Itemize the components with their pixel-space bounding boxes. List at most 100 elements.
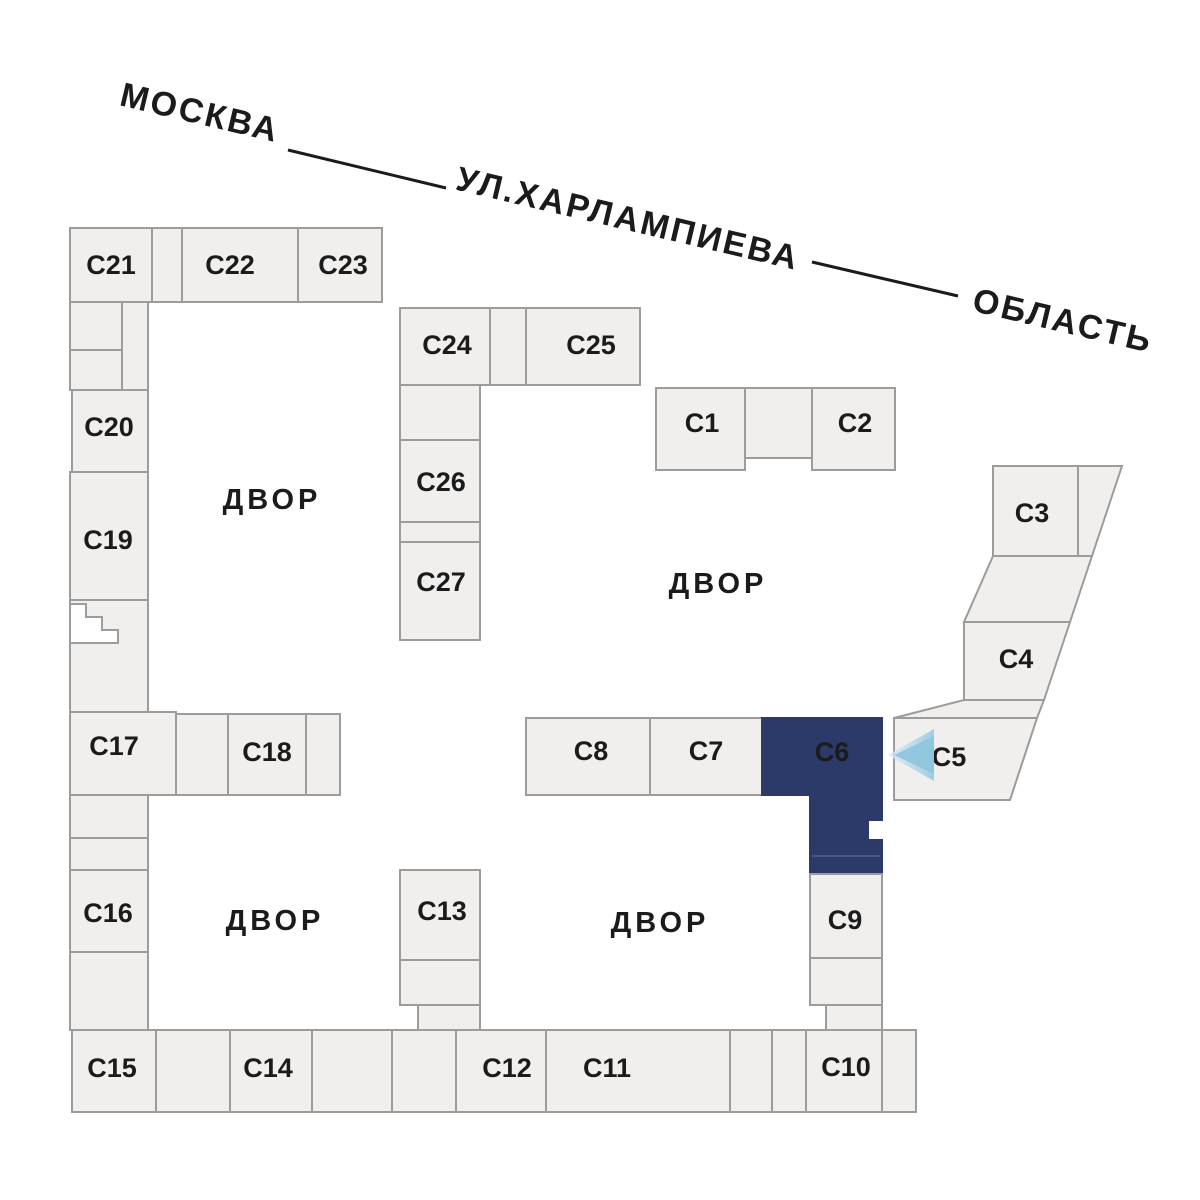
building-c11[interactable]: С11 — [545, 1029, 731, 1113]
building-c13-label: С13 — [417, 896, 467, 926]
building-c3-shape — [992, 465, 1124, 557]
building-c23-label: С23 — [318, 250, 368, 280]
courtyard-label-3: ДВОР — [611, 907, 710, 939]
building-c3[interactable]: С3 — [992, 465, 1124, 557]
building-seg-17b — [175, 713, 229, 796]
building-seg-9b — [809, 957, 883, 1006]
building-c18-label: С18 — [242, 737, 292, 767]
building-c13[interactable]: С13 — [399, 869, 481, 1006]
building-c10[interactable]: С10 — [805, 1029, 917, 1113]
street-line-1 — [811, 260, 959, 298]
building-c21[interactable]: С21 — [69, 227, 153, 303]
building-c4[interactable]: С4 — [963, 621, 1072, 701]
building-seg-24b-shape — [489, 307, 527, 386]
overlays-layer — [69, 302, 1079, 1112]
building-c6[interactable]: С6 — [761, 717, 883, 875]
building-c12[interactable]: С12 — [455, 1029, 547, 1113]
building-seg-24b — [489, 307, 527, 386]
courtyard-label-2: ДВОР — [226, 905, 325, 937]
building-c20[interactable]: С20 — [71, 389, 149, 473]
building-c9[interactable]: С9 — [809, 873, 883, 959]
building-c22-label: С22 — [205, 250, 255, 280]
building-c26[interactable]: С26 — [399, 439, 481, 523]
building-c11-shape — [545, 1029, 731, 1113]
building-seg-top-1-shape — [151, 227, 183, 303]
building-seg-1b — [744, 387, 813, 459]
building-seg-1b-shape — [744, 387, 813, 459]
street-line-0 — [287, 148, 447, 190]
building-seg-left-3-shape — [69, 794, 149, 871]
building-seg-left-1 — [69, 301, 149, 391]
building-seg-12a — [391, 1029, 457, 1113]
building-c27-shape — [399, 541, 481, 641]
building-c9-label: С9 — [828, 905, 863, 935]
building-seg-11b — [729, 1029, 773, 1113]
building-c19[interactable]: С19 — [69, 471, 149, 601]
building-c10-label: С10 — [821, 1052, 871, 1082]
building-c2[interactable]: С2 — [811, 387, 896, 471]
building-c11-label: С11 — [583, 1053, 631, 1083]
building-c22[interactable]: С22 — [181, 227, 299, 303]
building-seg-12a-shape — [391, 1029, 457, 1113]
building-c24[interactable]: С24 — [399, 307, 491, 386]
building-c25-shape — [525, 307, 641, 386]
building-c27-label: С27 — [416, 567, 466, 597]
building-c18[interactable]: С18 — [227, 713, 307, 796]
building-c19-label: С19 — [83, 525, 133, 555]
building-c1[interactable]: С1 — [655, 387, 746, 471]
building-seg-9b-shape — [809, 957, 883, 1006]
building-c16-label: С16 — [83, 898, 133, 928]
street-label-city-left: МОСКВА — [117, 76, 284, 150]
building-c26-label: С26 — [416, 467, 466, 497]
building-seg-left-1-shape — [69, 301, 149, 391]
building-c16[interactable]: С16 — [69, 869, 149, 953]
building-seg-9c-shape — [825, 1004, 883, 1031]
building-c2-shape — [811, 387, 896, 471]
building-c14-label: С14 — [243, 1053, 293, 1083]
building-seg-13b-shape — [417, 1004, 481, 1031]
building-seg-left-4-shape — [69, 951, 149, 1031]
building-seg-17b-shape — [175, 713, 229, 796]
building-c7-label: С7 — [689, 736, 724, 766]
building-c6-shape — [761, 717, 883, 875]
building-c14[interactable]: С14 — [229, 1029, 313, 1113]
building-c8[interactable]: С8 — [525, 717, 651, 796]
building-c10-shape — [805, 1029, 917, 1113]
building-seg-18b-shape — [305, 713, 341, 796]
building-c2-label: С2 — [838, 408, 873, 438]
building-seg-wing-1-shape — [962, 555, 1094, 623]
building-c15-label: С15 — [87, 1053, 137, 1083]
building-c5-label: С5 — [932, 742, 967, 772]
building-seg-15b — [155, 1029, 231, 1113]
building-seg-18b — [305, 713, 341, 796]
building-c25[interactable]: С25 — [525, 307, 641, 386]
building-c15[interactable]: С15 — [71, 1029, 157, 1113]
building-c3-label: С3 — [1015, 498, 1050, 528]
building-c6-label: С6 — [815, 737, 850, 767]
building-seg-14b-shape — [311, 1029, 393, 1113]
building-seg-left-3 — [69, 794, 149, 871]
building-seg-26a — [399, 384, 481, 441]
building-seg-left-4 — [69, 951, 149, 1031]
building-c8-label: С8 — [574, 736, 609, 766]
building-c23-shape — [297, 227, 383, 303]
building-seg-11c — [771, 1029, 807, 1113]
street-label-street-name: УЛ.ХАРЛАМПИЕВА — [453, 160, 804, 278]
building-seg-14b — [311, 1029, 393, 1113]
building-seg-top-1 — [151, 227, 183, 303]
building-c20-label: С20 — [84, 412, 134, 442]
building-c27[interactable]: С27 — [399, 541, 481, 641]
building-c17-label: С17 — [89, 731, 139, 761]
building-c1-shape — [655, 387, 746, 471]
building-c1-label: С1 — [685, 408, 720, 438]
building-c17[interactable]: С17 — [69, 711, 177, 796]
building-c12-label: С12 — [482, 1053, 532, 1083]
street-label-city-right: ОБЛАСТЬ — [969, 281, 1157, 360]
building-seg-26b — [399, 521, 481, 543]
building-seg-11b-shape — [729, 1029, 773, 1113]
building-c7[interactable]: С7 — [649, 717, 763, 796]
building-c23[interactable]: С23 — [297, 227, 383, 303]
courtyard-label-0: ДВОР — [223, 484, 322, 516]
